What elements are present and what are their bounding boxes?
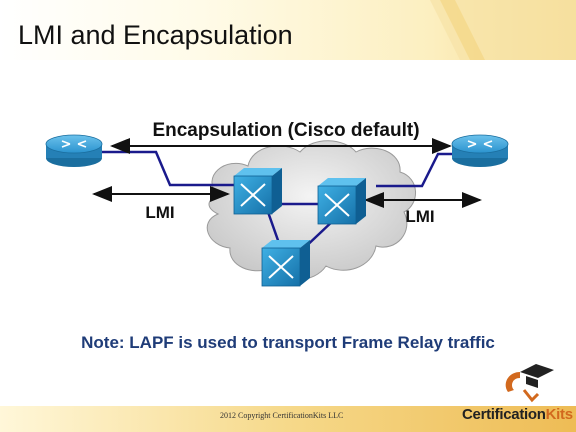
graduation-cap-icon [505, 364, 554, 403]
lmi-right-label: LMI [405, 207, 434, 226]
frame-relay-switch-icon [317, 178, 366, 225]
slide-title: LMI and Encapsulation [18, 20, 293, 50]
brand-logo: CertificationKits [462, 406, 573, 423]
encapsulation-label: Encapsulation (Cisco default) [152, 120, 419, 141]
footer-band [0, 406, 576, 432]
frame-relay-switch-icon [233, 168, 282, 215]
title-band [0, 0, 576, 60]
router-left-icon [45, 134, 103, 167]
frame-relay-switch-icon [261, 240, 310, 287]
copyright-text: 2012 Copyright CertificationKits LLC [220, 411, 344, 420]
router-right-icon [451, 134, 509, 167]
note-text: Note: LAPF is used to transport Frame Re… [81, 333, 495, 352]
brand-prefix: Certification [462, 406, 546, 423]
brand-suffix: Kits [545, 406, 573, 423]
lmi-left-label: LMI [145, 203, 174, 222]
